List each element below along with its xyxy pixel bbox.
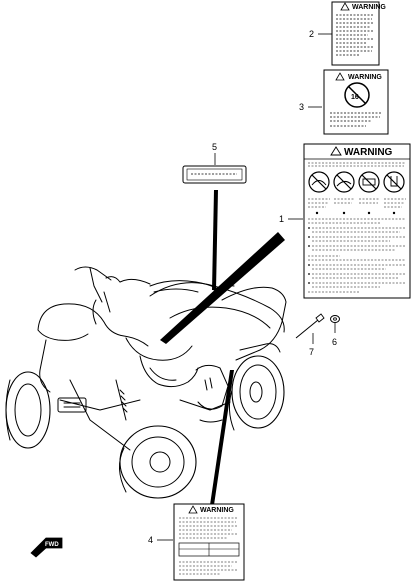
no-public-road-icon (358, 171, 380, 193)
warning-heading: WARNING (348, 74, 382, 81)
warning-triangle-icon (340, 2, 350, 11)
callout-5: 5 (212, 142, 217, 165)
label-part-5[interactable] (182, 165, 247, 184)
callout-number: 4 (148, 535, 153, 545)
washer-part-6[interactable] (330, 315, 340, 323)
callout-number: 6 (332, 337, 337, 347)
no-passenger-icon (308, 171, 330, 193)
callout-number: 1 (279, 214, 284, 224)
warning-heading: WARNING (200, 507, 234, 514)
callout-number: 3 (299, 102, 304, 112)
callout-number: 7 (309, 347, 314, 357)
pictogram-row (308, 171, 405, 193)
label-part-4[interactable]: WARNING (173, 503, 245, 581)
age-badge: 16 (351, 94, 359, 101)
label-part-1[interactable]: WARNING (303, 143, 411, 299)
atv-illustration (5, 266, 287, 499)
forward-arrow-icon: FWD (30, 537, 63, 558)
no-alcohol-icon (383, 171, 405, 193)
callout-1: 1 (279, 214, 303, 224)
callout-4: 4 (148, 535, 173, 545)
callout-2: 2 (309, 29, 332, 39)
warning-heading: WARNING (344, 147, 393, 158)
warning-heading: WARNING (352, 4, 386, 11)
rivet-part-7[interactable] (295, 313, 325, 339)
label-part-2[interactable]: WARNING (331, 1, 386, 66)
warning-triangle-icon (188, 505, 198, 514)
fwd-text: FWD (45, 542, 59, 548)
callout-3: 3 (299, 102, 322, 112)
callout-7: 7 (309, 333, 314, 357)
warning-triangle-icon (335, 72, 345, 81)
no-paved-road-icon (333, 171, 355, 193)
label-part-3[interactable]: WARNING 16 (323, 69, 389, 135)
pointer-wedges (160, 190, 285, 505)
callout-number: 2 (309, 29, 314, 39)
warning-triangle-icon (330, 146, 342, 156)
no-under-age-icon: 16 (344, 82, 370, 108)
callout-6: 6 (332, 323, 337, 347)
callout-number: 5 (212, 142, 217, 152)
